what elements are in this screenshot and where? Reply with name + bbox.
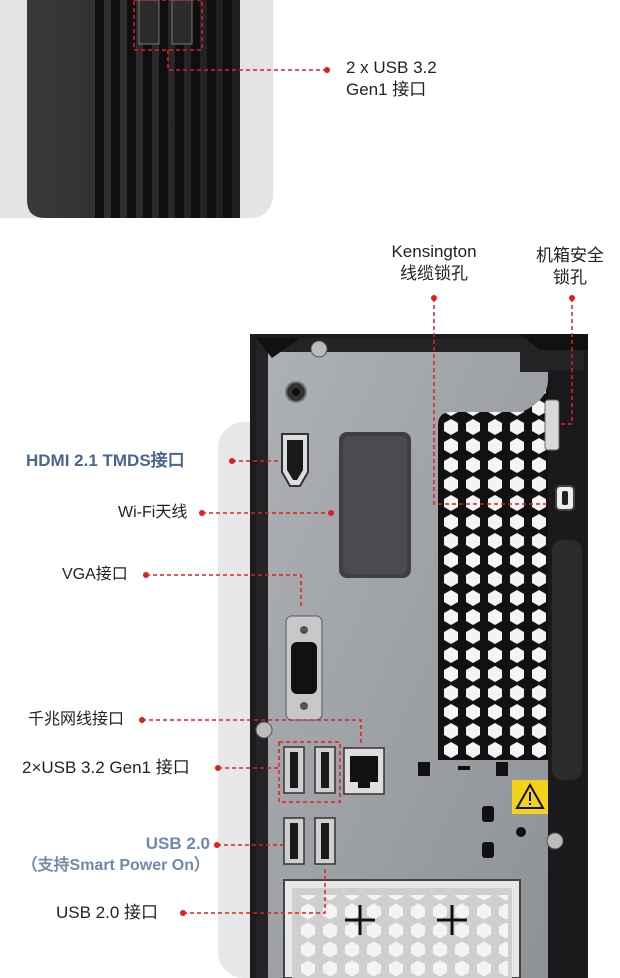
label-ethernet: 千兆网线接口 (28, 711, 125, 728)
label-usb20-rear: USB 2.0 接口 (56, 903, 159, 922)
label-kensington: Kensington 线缆锁孔 (370, 241, 498, 285)
label-usb32-rear: 2×USB 3.2 Gen1 接口 (22, 758, 190, 777)
label-chassis-lock-line2: 锁孔 (553, 268, 587, 287)
callout-lines (142, 50, 573, 914)
label-wifi: Wi-Fi天线 (118, 504, 188, 521)
warning-icon (512, 780, 548, 814)
label-usb-top: 2 x USB 3.2 Gen1 接口 (346, 57, 437, 101)
callout-dots (139, 67, 575, 916)
label-chassis-lock: 机箱安全 锁孔 (524, 245, 616, 289)
label-usb20-smart-power: USB 2.0 （支持Smart Power On） (10, 833, 210, 877)
label-kensington-line2: 线缆锁孔 (400, 264, 468, 283)
label-chassis-lock-line1: 机箱安全 (536, 246, 604, 265)
label-usb20-smart-line2: （支持Smart Power On） (21, 857, 210, 874)
label-usb-top-line2: Gen1 接口 (346, 80, 427, 99)
label-usb-top-line1: 2 x USB 3.2 (346, 58, 437, 77)
label-hdmi: HDMI 2.1 TMDS接口 (26, 451, 185, 470)
label-usb20-smart-line1: USB 2.0 (145, 834, 210, 853)
label-kensington-line1: Kensington (391, 242, 477, 261)
front-panel-view (0, 0, 273, 218)
label-vga: VGA接口 (62, 566, 128, 583)
rear-panel-view (218, 334, 588, 978)
